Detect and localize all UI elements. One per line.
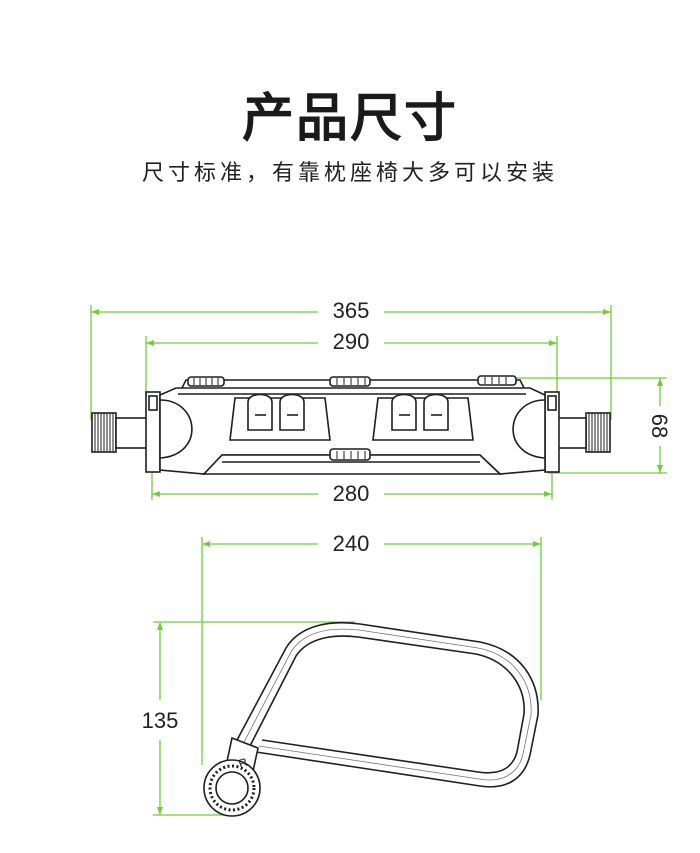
product-top-view bbox=[91, 375, 611, 475]
clip-bottom-center bbox=[329, 448, 371, 461]
dim-365-label: 365 bbox=[333, 298, 370, 323]
page-title: 产品尺寸 bbox=[241, 89, 458, 149]
side-view-dimension-lines bbox=[153, 537, 542, 816]
right-pocket bbox=[372, 397, 474, 441]
dim-290-label: 290 bbox=[333, 329, 370, 354]
top-view-arrowheads bbox=[91, 309, 663, 497]
clip-top-center bbox=[329, 376, 371, 387]
side-view-arrowheads bbox=[157, 541, 541, 815]
arm-outer-loop bbox=[235, 621, 539, 788]
product-side-view bbox=[203, 621, 539, 817]
top-view-dimension-lines bbox=[90, 305, 667, 500]
dim-240-label: 240 bbox=[333, 531, 370, 556]
dim-68-label: 68 bbox=[647, 414, 672, 438]
dim-135-label: 135 bbox=[142, 708, 179, 733]
arm-inner-loop bbox=[249, 635, 525, 774]
clip-top-right bbox=[477, 375, 517, 386]
ring-clamp-inner bbox=[215, 771, 249, 805]
dim-280-label: 280 bbox=[333, 481, 370, 506]
page-subtitle: 尺寸标准，有靠枕座椅大多可以安装 bbox=[141, 161, 558, 186]
